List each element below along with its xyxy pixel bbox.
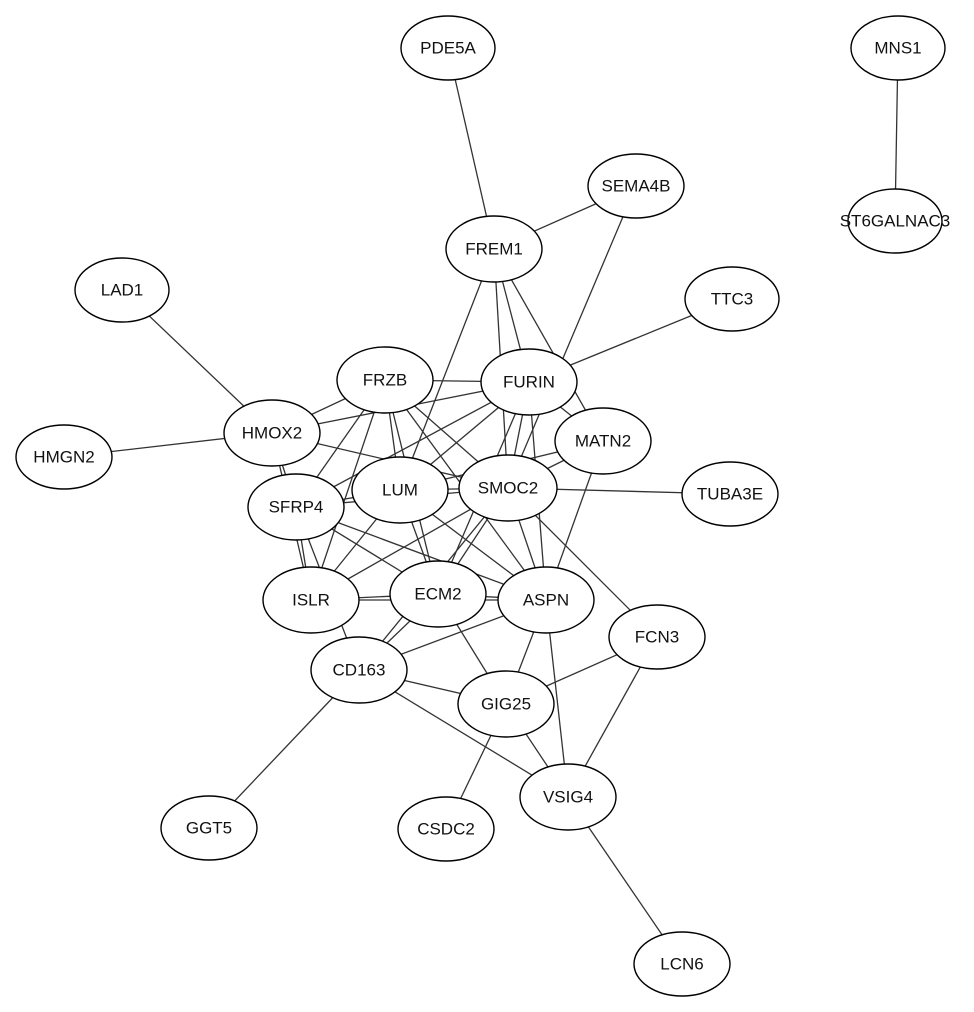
node-ellipse: [608, 604, 706, 670]
node-label: LCN6: [660, 955, 703, 974]
edge-pde5a-frem1: [447, 47, 495, 250]
node-ellipse: [262, 566, 360, 634]
node-label: GGT5: [186, 819, 232, 838]
node-islr: ISLR: [262, 566, 360, 634]
node-ellipse: [397, 796, 495, 862]
node-ellipse: [633, 931, 731, 997]
node-label: SFRP4: [269, 498, 324, 517]
node-ellipse: [310, 636, 408, 704]
node-label: ISLR: [292, 591, 330, 610]
node-ellipse: [458, 454, 558, 522]
edge-frem1-matn2: [493, 248, 604, 442]
node-label: HMOX2: [242, 424, 302, 443]
node-ellipse: [847, 188, 943, 254]
node-ellipse: [74, 257, 170, 323]
node-pde5a: PDE5A: [400, 15, 496, 81]
node-ellipse: [247, 473, 345, 541]
node-ellipse: [480, 348, 578, 416]
node-ellipse: [457, 670, 555, 738]
node-smoc2: SMOC2: [458, 454, 558, 522]
node-ttc3: TTC3: [684, 266, 780, 332]
node-gig25: GIG25: [457, 670, 555, 738]
node-label: FRZB: [363, 371, 407, 390]
node-label: MNS1: [874, 39, 921, 58]
node-ellipse: [445, 215, 543, 283]
node-ellipse: [497, 566, 595, 634]
node-label: CSDC2: [417, 820, 475, 839]
node-hmgn2: HMGN2: [15, 424, 113, 490]
node-ellipse: [223, 399, 321, 467]
node-ellipse: [160, 795, 258, 861]
node-ellipse: [850, 15, 946, 81]
node-label: HMGN2: [33, 448, 94, 467]
edge-sema4b-smoc2: [507, 185, 637, 489]
node-ellipse: [587, 153, 685, 219]
node-vsig4: VSIG4: [519, 763, 617, 831]
node-frem1: FREM1: [445, 215, 543, 283]
node-mns1: MNS1: [850, 15, 946, 81]
node-label: LAD1: [101, 281, 144, 300]
node-label: ECM2: [414, 585, 461, 604]
node-ecm2: ECM2: [389, 560, 487, 628]
node-label: GIG25: [481, 695, 531, 714]
node-label: ASPN: [523, 591, 569, 610]
node-label: LUM: [382, 481, 418, 500]
node-lad1: LAD1: [74, 257, 170, 323]
node-sfrp4: SFRP4: [247, 473, 345, 541]
node-label: MATN2: [575, 432, 631, 451]
node-label: FURIN: [503, 373, 555, 392]
node-label: VSIG4: [543, 788, 593, 807]
node-furin: FURIN: [480, 348, 578, 416]
node-lcn6: LCN6: [633, 931, 731, 997]
node-ellipse: [519, 763, 617, 831]
node-st6galnac3: ST6GALNAC3: [840, 188, 951, 254]
edge-frzb-islr: [310, 379, 386, 601]
node-label: SMOC2: [478, 479, 538, 498]
node-csdc2: CSDC2: [397, 796, 495, 862]
node-aspn: ASPN: [497, 566, 595, 634]
node-ellipse: [15, 424, 113, 490]
node-ellipse: [681, 461, 779, 527]
node-ellipse: [400, 15, 496, 81]
node-label: PDE5A: [420, 39, 476, 58]
node-ggt5: GGT5: [160, 795, 258, 861]
node-tuba3e: TUBA3E: [681, 461, 779, 527]
node-ellipse: [554, 407, 652, 475]
node-matn2: MATN2: [554, 407, 652, 475]
node-frzb: FRZB: [336, 346, 434, 414]
node-cd163: CD163: [310, 636, 408, 704]
node-fcn3: FCN3: [608, 604, 706, 670]
node-ellipse: [389, 560, 487, 628]
node-lum: LUM: [351, 456, 449, 524]
node-label: FREM1: [465, 240, 523, 259]
node-label: CD163: [333, 661, 386, 680]
node-label: TTC3: [711, 290, 754, 309]
edge-frem1-lum: [399, 248, 495, 491]
node-sema4b: SEMA4B: [587, 153, 685, 219]
node-label: TUBA3E: [697, 485, 763, 504]
node-ellipse: [684, 266, 780, 332]
node-label: SEMA4B: [602, 177, 671, 196]
edge-furin-sfrp4: [295, 381, 530, 508]
node-hmox2: HMOX2: [223, 399, 321, 467]
node-ellipse: [336, 346, 434, 414]
node-label: ST6GALNAC3: [840, 212, 951, 231]
node-label: FCN3: [635, 628, 679, 647]
node-ellipse: [351, 456, 449, 524]
